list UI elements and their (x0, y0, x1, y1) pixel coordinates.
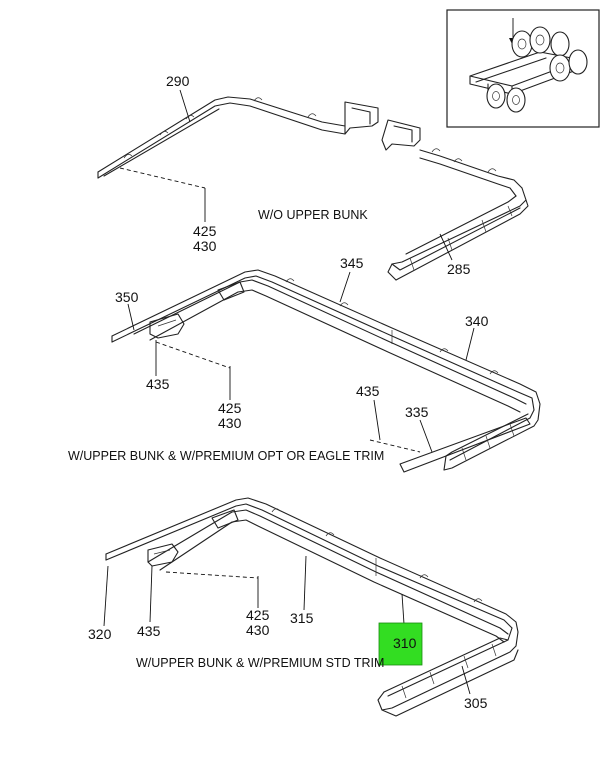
assembly-premium-opt-eagle (111, 269, 541, 473)
callout-435-a[interactable]: 435 (146, 376, 170, 392)
callout-435-b[interactable]: 435 (356, 383, 380, 399)
callout-430-c[interactable]: 430 (246, 622, 270, 638)
caption-premium-opt-eagle: W/UPPER BUNK & W/PREMIUM OPT OR EAGLE TR… (68, 449, 384, 463)
callout-435-c[interactable]: 435 (137, 623, 161, 639)
callout-335[interactable]: 335 (405, 404, 429, 420)
callout-430-a[interactable]: 430 (193, 238, 217, 254)
truck-chassis-locator-icon (469, 18, 588, 113)
callout-310[interactable]: 310 (393, 635, 417, 651)
locator-inset (446, 9, 600, 128)
callout-labels: 290 425 430 285 345 350 340 435 425 430 … (88, 73, 489, 711)
callout-345[interactable]: 345 (340, 255, 364, 271)
caption-premium-std: W/UPPER BUNK & W/PREMIUM STD TRIM (136, 656, 384, 670)
assembly-wo-upper-bunk (97, 96, 529, 281)
callout-285[interactable]: 285 (447, 261, 471, 277)
highlight-310[interactable] (378, 622, 423, 666)
callout-340[interactable]: 340 (465, 313, 489, 329)
callout-430-b[interactable]: 430 (218, 415, 242, 431)
callout-315[interactable]: 315 (290, 610, 314, 626)
captions: W/O UPPER BUNK W/UPPER BUNK & W/PREMIUM … (68, 208, 384, 670)
assembly-premium-std (105, 497, 519, 717)
callout-350[interactable]: 350 (115, 289, 139, 305)
caption-wo-upper-bunk: W/O UPPER BUNK (258, 208, 368, 222)
callout-425-c[interactable]: 425 (246, 607, 270, 623)
callout-425-a[interactable]: 425 (193, 223, 217, 239)
callout-425-b[interactable]: 425 (218, 400, 242, 416)
leader-lines (103, 89, 475, 695)
callout-305[interactable]: 305 (464, 695, 488, 711)
callout-320[interactable]: 320 (88, 626, 112, 642)
callout-290[interactable]: 290 (166, 73, 190, 89)
